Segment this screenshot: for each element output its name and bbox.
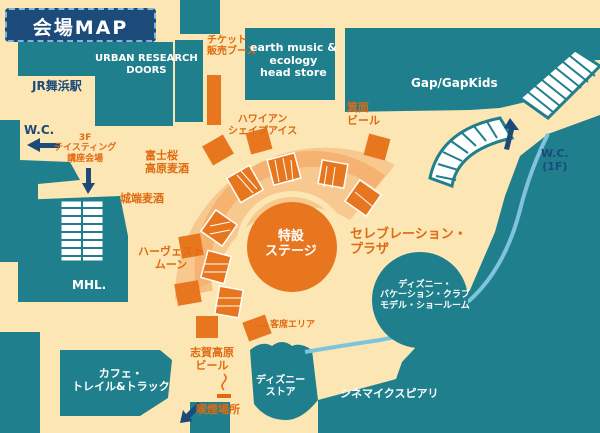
arrow-wc-right: [504, 118, 519, 150]
label-shirohata: 城端麦酒: [120, 192, 164, 205]
label-harvest-moon: ハーヴェスト ムーン: [138, 245, 204, 271]
building-column: [175, 40, 203, 122]
canal: [304, 133, 550, 354]
disney-vacation-club: [372, 252, 468, 348]
label-minoh: 箕面 ビール: [347, 101, 380, 127]
label-smoking: 喫煙場所: [196, 403, 240, 416]
arrows: [27, 118, 519, 423]
label-seating-area: 客席エリア: [270, 320, 316, 330]
building-bottom-left: [0, 332, 40, 433]
label-cafe: カフェ・ トレイル&トラック: [72, 367, 170, 393]
label-disney-vacation-club: ディズニー・ バケーション・クラブ モデル・ショールーム: [380, 280, 470, 311]
label-earth-music: earth music & ecology head store: [250, 41, 337, 80]
building-cafe: [60, 350, 172, 416]
stage-ring: [236, 191, 348, 303]
label-fujizakura: 富士桜 高原麦酒: [145, 149, 189, 175]
building-disney-store: [250, 342, 318, 420]
arrow-tasting: [82, 168, 95, 194]
special-stage: [247, 202, 337, 292]
label-ticket-booth: チケット 販売ブース: [207, 35, 257, 57]
stairs-mhl: [58, 198, 106, 264]
map-title-badge: 会場MAP: [5, 8, 156, 42]
map-title: 会場MAP: [32, 17, 129, 39]
label-jr-station: JR舞浜駅: [32, 79, 82, 93]
ticket-booth: [207, 75, 221, 125]
building-cinema: [318, 350, 600, 433]
building-bottom-strip: [190, 402, 230, 433]
vendor-booths: [174, 127, 391, 342]
label-special-stage: 特設 ステージ: [265, 229, 317, 259]
arrow-wc-left: [27, 138, 60, 152]
label-wc-left: W.C.: [24, 123, 55, 137]
arrow-smoking: [180, 402, 202, 423]
building-earth-music: [245, 28, 335, 100]
building-top-strip: [180, 0, 220, 34]
smoking-icon: [217, 373, 231, 398]
building-urban-research: [95, 42, 173, 126]
label-urban-research: URBAN RESEARCH DOORS: [95, 53, 198, 76]
label-mhl: MHL.: [72, 278, 107, 292]
label-hawaiian: ハワイアン シェイプアイス: [228, 114, 298, 137]
bench-slats: [204, 157, 373, 307]
label-cinema: シネマイクスピアリ: [340, 387, 439, 400]
escalator-top-right: [517, 48, 600, 120]
label-shiga-kogen: 志賀高原 ビール: [190, 346, 234, 372]
label-wc-right: W.C. (1F): [541, 147, 569, 173]
label-gap: Gap/GapKids: [411, 76, 498, 90]
label-disney-store: ディズニー ストア: [256, 375, 306, 398]
label-celebration-plaza: セレブレーション・ プラザ: [350, 227, 467, 257]
label-tasting-room: 3F テイスティング 講座会場: [54, 133, 117, 164]
